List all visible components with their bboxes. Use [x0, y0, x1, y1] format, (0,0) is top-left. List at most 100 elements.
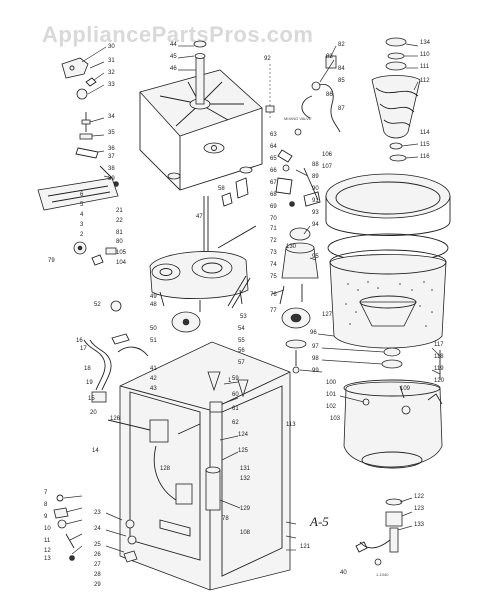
tub-pipe — [399, 385, 405, 399]
callout-7: 7 — [44, 490, 48, 496]
callout-57: 57 — [238, 360, 245, 366]
callout-93: 93 — [312, 210, 319, 216]
callout-124: 124 — [238, 432, 249, 438]
callout-56: 56 — [238, 348, 245, 354]
callout-43: 43 — [150, 386, 157, 392]
plug-part — [110, 300, 122, 312]
outer-tub-rim — [343, 379, 441, 397]
callout-80: 80 — [116, 239, 123, 245]
basket-hub — [359, 301, 417, 327]
callout-3: 3 — [80, 222, 84, 228]
drain-boss — [203, 142, 225, 154]
callout-103: 103 — [330, 416, 341, 422]
bracket-part — [111, 333, 130, 345]
callout-15: 15 — [88, 396, 95, 402]
callout-116: 116 — [420, 154, 430, 160]
callout-83: 83 — [326, 54, 333, 60]
callout-65: 65 — [270, 156, 277, 162]
callout-40: 40 — [340, 570, 347, 576]
clip-part — [53, 507, 69, 519]
callout-12: 12 — [44, 548, 51, 554]
callout-13: 13 — [44, 556, 51, 562]
drain-tube — [389, 527, 399, 553]
panel-part — [37, 177, 119, 211]
callout-105: 105 — [116, 250, 127, 256]
valve-hose — [301, 95, 313, 119]
callout-42: 42 — [150, 376, 157, 382]
hub-top — [359, 295, 417, 309]
callout-96: 96 — [310, 330, 317, 336]
callout-73: 73 — [270, 250, 277, 256]
callout-59: 59 — [232, 376, 239, 382]
callout-133: 133 — [414, 522, 425, 528]
watermark-text: AppliancePartsPros.com — [42, 22, 313, 47]
seal-part — [385, 498, 403, 506]
callout-95: 95 — [312, 254, 319, 260]
hose-clamp — [355, 541, 368, 553]
callout-30: 30 — [108, 44, 115, 50]
spin-basket — [329, 254, 447, 349]
callout-34: 34 — [108, 114, 115, 120]
mixing-valve-label: MIXING VALVE — [284, 116, 312, 121]
drain-hose — [359, 539, 391, 549]
gearcase-legs — [159, 289, 243, 312]
callout-74: 74 — [270, 262, 277, 268]
callout-71: 71 — [270, 226, 277, 232]
cabinet-inner-panel — [221, 385, 283, 577]
callout-14: 14 — [92, 448, 99, 454]
callout-48: 48 — [150, 302, 157, 308]
callout-89: 89 — [312, 174, 319, 180]
callout-97: 97 — [312, 344, 319, 350]
callout-111: 111 — [420, 64, 430, 70]
callout-5: 5 — [80, 202, 84, 208]
callout-107: 107 — [322, 164, 333, 170]
center-shaft — [195, 57, 205, 105]
rod-part — [99, 165, 113, 179]
callout-100: 100 — [326, 380, 337, 386]
tub-ring — [325, 173, 451, 219]
callout-109: 109 — [400, 386, 411, 392]
callout-52: 52 — [94, 302, 101, 308]
base-plate-assembly — [139, 40, 275, 207]
callout-64: 64 — [270, 144, 277, 150]
hose-fitting — [91, 391, 107, 403]
switch-box — [149, 419, 169, 443]
pulley — [151, 263, 181, 281]
drain-hole — [211, 145, 217, 151]
callout-84: 84 — [338, 66, 345, 72]
callout-numbers: 3031323334353637383921228180791051045216… — [44, 40, 445, 588]
washer-part — [79, 133, 93, 140]
callout-69: 69 — [270, 204, 277, 210]
callout-54: 54 — [238, 326, 245, 332]
motor-bolt — [292, 366, 300, 374]
wire-part — [177, 423, 201, 435]
callout-16: 16 — [76, 338, 83, 344]
callout-130: 130 — [286, 244, 297, 250]
callout-37: 37 — [108, 154, 115, 160]
spin-nut — [383, 347, 401, 357]
transmission-assembly — [149, 196, 257, 333]
bracket-part — [235, 177, 249, 199]
callout-131: 131 — [240, 466, 251, 472]
callout-92: 92 — [264, 56, 271, 62]
callout-44: 44 — [170, 42, 177, 48]
callout-38: 38 — [108, 166, 115, 172]
figure-reference: A-5 — [309, 514, 329, 529]
callout-45: 45 — [170, 54, 177, 60]
callout-86: 86 — [326, 92, 333, 98]
suspension-cone — [207, 371, 221, 392]
base-rail — [159, 519, 191, 537]
callout-19: 19 — [86, 380, 93, 386]
callout-85: 85 — [338, 78, 345, 84]
footer-code: 1-1040 — [376, 572, 389, 577]
screw-part — [294, 128, 302, 136]
bearing-housing — [385, 511, 403, 527]
leveling-foot — [125, 519, 135, 529]
clip-part — [265, 105, 275, 113]
agitator-dog — [387, 52, 405, 60]
callout-125: 125 — [238, 448, 249, 454]
callout-11: 11 — [44, 538, 51, 544]
callout-108: 108 — [240, 530, 251, 536]
callout-87: 87 — [338, 106, 345, 112]
